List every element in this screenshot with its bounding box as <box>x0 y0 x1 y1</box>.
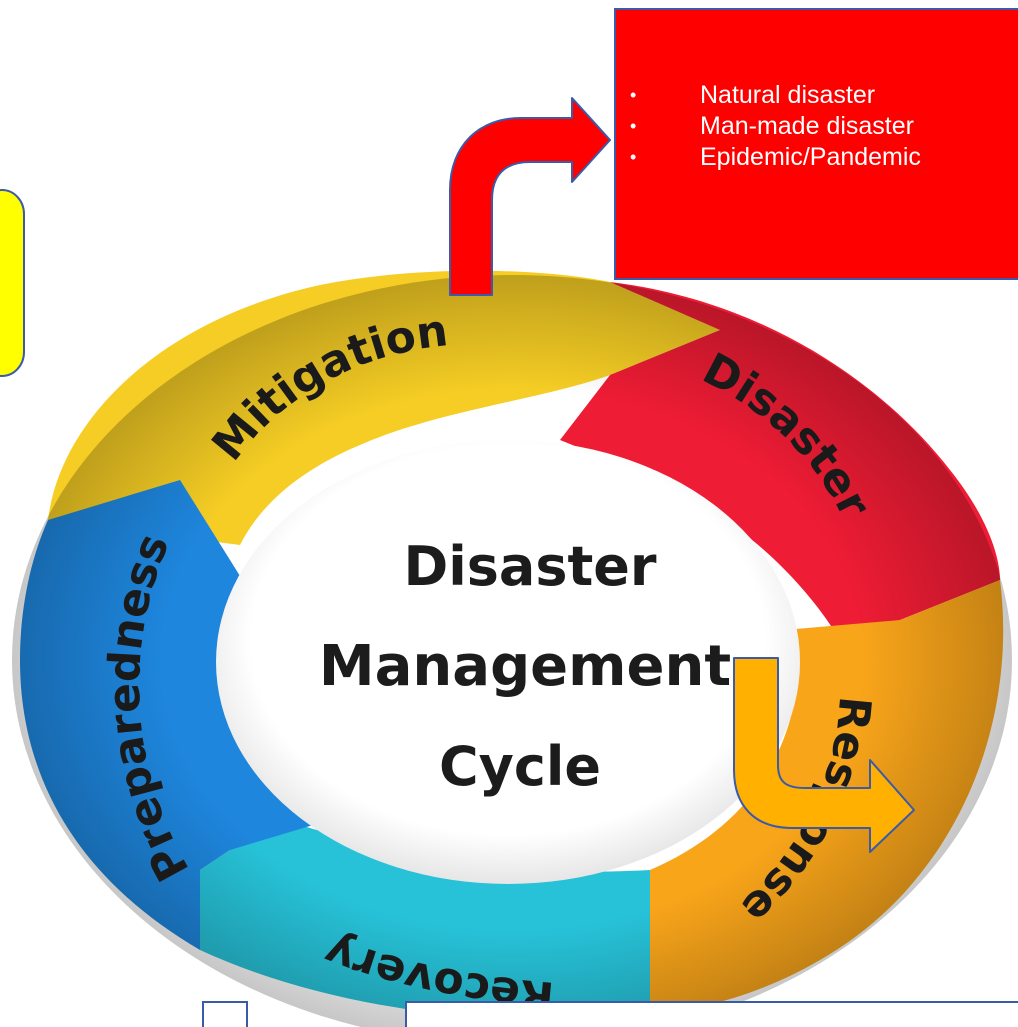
bullet: • <box>630 147 637 167</box>
orange-arrow-icon <box>733 657 915 853</box>
yellow-box <box>0 189 25 377</box>
disaster-type-label: Man-made disaster <box>700 112 914 140</box>
bottom-right-box <box>405 1001 1018 1027</box>
list-item: • Natural disaster <box>630 80 1018 111</box>
center-title-line1: Disaster <box>403 535 656 598</box>
bullet: • <box>630 85 637 105</box>
center-disc <box>216 440 800 884</box>
list-item: • Man-made disaster <box>630 111 1018 142</box>
disaster-types-list: • Natural disaster • Man-made disaster •… <box>616 10 1018 173</box>
bullet: • <box>630 116 637 136</box>
bottom-left-box <box>202 1001 248 1027</box>
red-arrow-icon <box>449 97 611 296</box>
center-title-line3: Cycle <box>439 735 601 798</box>
center-title-line2: Management <box>319 634 731 699</box>
disaster-type-label: Natural disaster <box>700 81 876 109</box>
disaster-type-label: Epidemic/Pandemic <box>700 143 921 171</box>
disaster-types-callout: • Natural disaster • Man-made disaster •… <box>614 8 1018 280</box>
list-item: • Epidemic/Pandemic <box>630 142 1018 173</box>
